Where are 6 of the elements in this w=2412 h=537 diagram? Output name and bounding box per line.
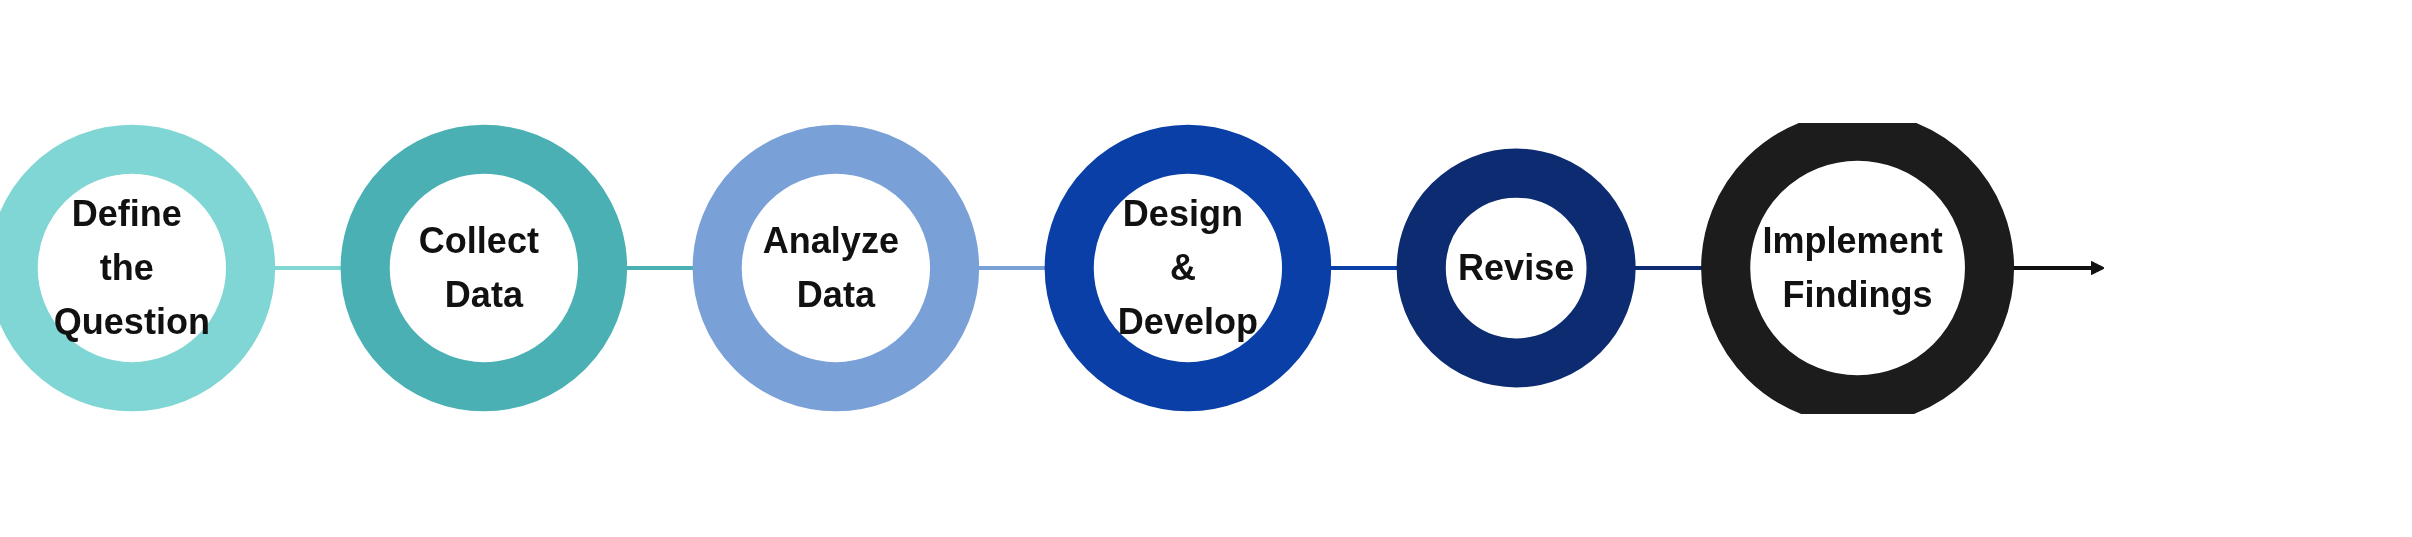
node-circle: Implement Findings: [1701, 123, 2015, 414]
node-circle: Analyze Data: [692, 125, 980, 412]
node-circle: Collect Data: [340, 125, 628, 412]
node-circle: Revise: [1396, 149, 1636, 388]
node-circle: Design & Develop: [1044, 125, 1332, 412]
node-circle: Define the Question: [0, 125, 276, 412]
